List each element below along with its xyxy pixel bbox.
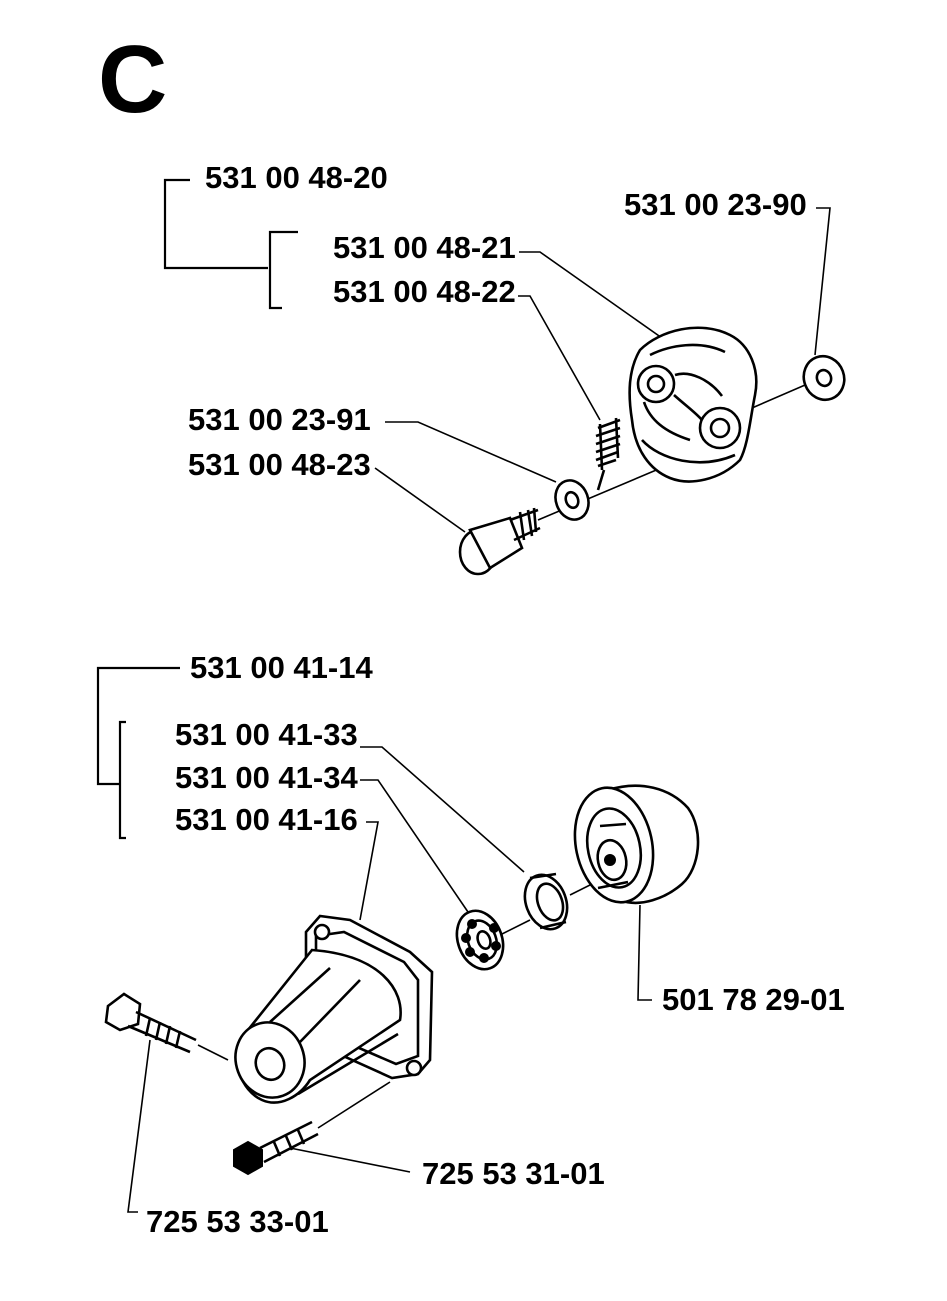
- front-washer-part: [554, 479, 590, 521]
- leader-clutch-drum: [637, 904, 652, 1001]
- upper-subgroup-bracket: [268, 230, 298, 310]
- label-screw-long: 725 53 33-01: [146, 1204, 329, 1239]
- clutch-shoe-part: [628, 326, 758, 483]
- label-seal: 531 00 41-33: [175, 717, 358, 752]
- seal-part: [523, 872, 569, 931]
- rear-washer-part: [802, 354, 846, 402]
- leader-spring: [518, 295, 601, 421]
- label-bolt: 531 00 48-23: [188, 447, 371, 482]
- label-rear-washer: 531 00 23-90: [624, 187, 807, 222]
- clutch-drum-part: [573, 784, 700, 905]
- label-clutch-shoe: 531 00 48-21: [333, 230, 516, 265]
- leader-seal: [360, 746, 525, 873]
- label-upper-assembly: 531 00 48-20: [205, 160, 388, 195]
- leader-clutch-shoe: [519, 251, 663, 339]
- bearing-part: [455, 909, 505, 971]
- leader-housing: [359, 821, 379, 921]
- upper-axis-line-2: [751, 381, 813, 409]
- label-bearing: 531 00 41-34: [175, 760, 358, 795]
- label-screw-short: 725 53 31-01: [422, 1156, 605, 1191]
- label-housing: 531 00 41-16: [175, 802, 358, 837]
- spring-part: [595, 417, 621, 491]
- label-lower-assembly: 531 00 41-14: [190, 650, 373, 685]
- housing-part: [234, 914, 434, 1104]
- leader-rear-washer: [814, 207, 831, 356]
- long-screw-part: [104, 992, 197, 1054]
- upper-assembly-bracket: [163, 178, 268, 270]
- leader-screw-long: [127, 1039, 151, 1213]
- lower-axis-line-3: [197, 1044, 229, 1061]
- lower-axis-line-1: [499, 919, 531, 936]
- leader-bolt: [374, 467, 466, 533]
- lower-subgroup-bracket: [118, 720, 126, 840]
- label-clutch-drum: 501 78 29-01: [662, 982, 845, 1017]
- label-front-washer: 531 00 23-91: [188, 402, 371, 437]
- leader-bearing: [360, 779, 469, 913]
- leader-front-washer: [385, 421, 557, 483]
- bolt-part: [458, 507, 541, 576]
- section-label: C: [98, 26, 167, 133]
- label-spring: 531 00 48-22: [333, 274, 516, 309]
- lower-assembly-bracket: [96, 666, 180, 786]
- short-screw-part: [233, 1081, 391, 1176]
- leader-screw-short: [289, 1147, 411, 1173]
